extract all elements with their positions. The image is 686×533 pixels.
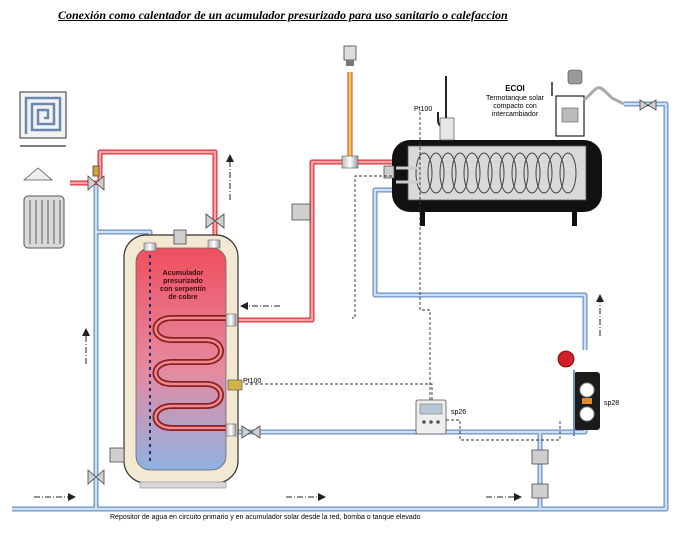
accumulator-tank	[123, 234, 243, 489]
accumulator-label-line-4: de cobre	[168, 294, 198, 301]
accumulator-label: Acumulador presurizado con serpentín de …	[150, 270, 216, 302]
flow-arrowheads	[68, 154, 604, 501]
ecoi-desc-line-2: compacto con	[493, 103, 537, 110]
pump-station	[557, 350, 600, 436]
solar-collector	[392, 69, 625, 226]
ecoi-name-label: ECOI	[505, 84, 525, 93]
accumulator-label-line-2: presurizado	[163, 278, 203, 285]
air-vent-icon	[341, 45, 359, 169]
ecoi-description: Termotanque solar compacto con intercamb…	[465, 95, 565, 119]
accumulator-label-line-3: con serpentín	[160, 286, 206, 293]
sensor-wiring	[245, 112, 561, 441]
pt100-collector-label: Pt100	[414, 106, 433, 113]
accumulator-label-line-1: Acumulador	[162, 270, 204, 277]
pump-station-label: sp28	[604, 400, 620, 407]
heat-exchanger-coil	[415, 152, 577, 194]
controller-unit	[415, 399, 447, 435]
footer-note: Repositor de agua en circuito primario y…	[110, 514, 421, 521]
flow-arrows	[34, 160, 601, 498]
pressure-vessel-icon	[557, 350, 575, 368]
diagram-title: Conexión como calentador de un acumulado…	[58, 8, 508, 22]
valve-icon	[87, 99, 657, 499]
radiator-icon	[22, 167, 65, 249]
controller-label: sp26	[451, 409, 467, 416]
ecoi-desc-line-1: Termotanque solar	[486, 95, 544, 102]
ecoi-desc-line-3: intercambiador	[491, 111, 539, 118]
radiant-floor-icon	[19, 91, 67, 147]
pt100-tank-label: Pt100	[243, 378, 262, 385]
